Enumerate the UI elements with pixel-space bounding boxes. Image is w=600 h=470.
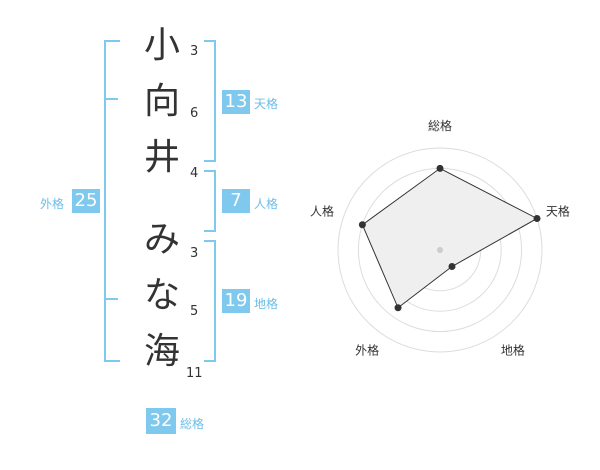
- radar-axis-label-1: 総格: [428, 118, 452, 133]
- name-char-4: み: [143, 219, 180, 260]
- radar-point-2: [533, 214, 541, 222]
- gaikaku-value-badge: 25: [72, 189, 100, 213]
- radar-point-5: [358, 221, 366, 229]
- radar-grid-ring: [337, 147, 543, 353]
- name-char-3: 井: [143, 137, 180, 178]
- gaikaku-bracket-mid-tick-1: [104, 98, 118, 100]
- stroke-count-4: 3: [190, 246, 199, 261]
- radar-area: [361, 167, 539, 309]
- radar-point-4: [394, 304, 402, 312]
- stroke-count-6: 11: [186, 366, 203, 381]
- name-char-5: な: [143, 275, 180, 316]
- radar-axis-label-3: 地格: [501, 342, 525, 357]
- radar-point-3: [448, 263, 456, 271]
- tenkaku-value-badge: 13: [222, 90, 250, 114]
- name-char-2: 向: [143, 81, 180, 122]
- radar-axis-label-5: 人格: [310, 204, 334, 219]
- jinkaku-value-badge: 7: [222, 189, 250, 213]
- stroke-count-1: 3: [190, 44, 199, 59]
- name-char-1: 小: [143, 25, 180, 66]
- chikaku-value-badge: 19: [222, 289, 250, 313]
- radar-axis-label-4: 外格: [355, 342, 379, 357]
- radar-point-1: [436, 164, 444, 172]
- radar-axis-label-2: 天格: [546, 204, 570, 219]
- stroke-count-3: 4: [190, 166, 199, 181]
- soukaku-value-badge: 32: [146, 408, 176, 434]
- tenkaku-bracket: [204, 40, 216, 162]
- jinkaku-label: 人格: [254, 197, 279, 211]
- name-char-6: 海: [143, 331, 180, 372]
- radar-center-dot: [437, 247, 443, 253]
- gaikaku-bracket-mid-tick-2: [104, 298, 118, 300]
- soukaku-label: 総格: [180, 417, 205, 431]
- chikaku-bracket: [204, 240, 216, 362]
- jinkaku-bracket: [204, 170, 216, 232]
- stroke-count-5: 5: [190, 304, 199, 319]
- chikaku-label: 地格: [254, 297, 279, 311]
- stroke-count-2: 6: [190, 106, 199, 121]
- gaikaku-bracket: [104, 40, 120, 362]
- gaikaku-label: 外格: [40, 197, 65, 211]
- tenkaku-label: 天格: [254, 97, 279, 111]
